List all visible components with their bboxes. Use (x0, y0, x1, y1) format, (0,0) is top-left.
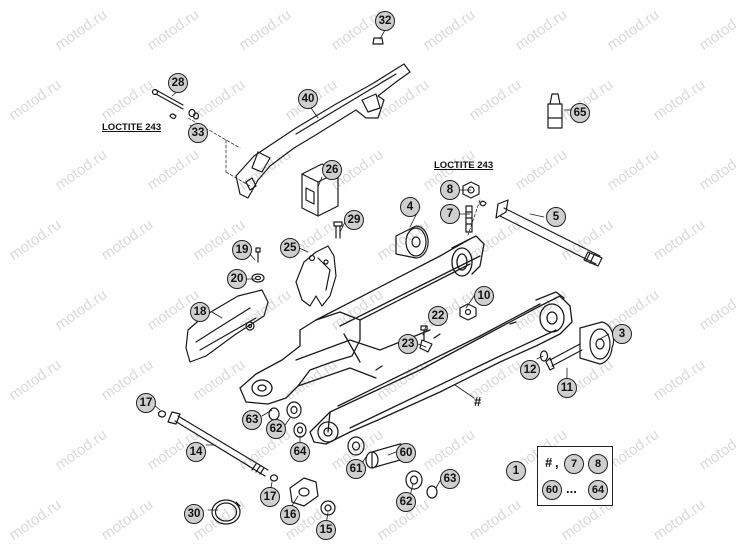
cap-15 (320, 500, 336, 516)
callout-8[interactable]: 8 (440, 180, 460, 200)
callout-30[interactable]: 30 (184, 504, 204, 524)
nut-17-bottom (269, 474, 279, 482)
callout-12[interactable]: 12 (520, 360, 540, 380)
screw-19 (255, 247, 261, 263)
callout-3[interactable]: 3 (612, 324, 632, 344)
callout-63-left[interactable]: 63 (242, 410, 262, 430)
callout-11[interactable]: 11 (557, 378, 577, 398)
callout-60[interactable]: 60 (396, 443, 416, 463)
callout-28[interactable]: 28 (168, 73, 188, 93)
callout-22[interactable]: 22 (428, 306, 448, 326)
callout-20[interactable]: 20 (227, 269, 247, 289)
callout-5[interactable]: 5 (546, 207, 566, 227)
callout-61[interactable]: 61 (346, 459, 366, 479)
legend-hash: # (545, 455, 553, 470)
seal-63-right (426, 485, 438, 499)
callout-18[interactable]: 18 (190, 302, 210, 322)
callout-64[interactable]: 64 (290, 442, 310, 462)
callout-16[interactable]: 16 (280, 505, 300, 525)
bush-61 (347, 436, 365, 456)
callout-17-bottom[interactable]: 17 (260, 487, 280, 507)
bolt-11 (545, 343, 583, 371)
chain-guard (235, 63, 411, 199)
swingarm-frame (239, 235, 573, 445)
legend-part-60[interactable]: 60 (542, 480, 562, 500)
pivot-bolt-14 (167, 411, 269, 477)
washer-20 (251, 273, 265, 283)
hose-clamp-30 (211, 499, 241, 525)
legend-comma: , (555, 455, 559, 470)
chain-guard-bolt (151, 88, 200, 120)
callout-65[interactable]: 65 (570, 103, 590, 123)
callout-7[interactable]: 7 (440, 204, 460, 224)
legend-callout-1[interactable]: 1 (506, 461, 526, 481)
callout-32[interactable]: 32 (375, 11, 395, 31)
nut-8 (462, 181, 480, 199)
callout-10[interactable]: 10 (474, 286, 494, 306)
callout-19[interactable]: 19 (232, 240, 252, 260)
grease-tube (547, 93, 563, 129)
roller-4 (395, 225, 429, 259)
bracket-25 (295, 245, 337, 307)
clip-23 (419, 339, 433, 353)
plate-16 (289, 477, 319, 507)
chain-slider-18 (185, 289, 269, 363)
legend-part-8[interactable]: 8 (588, 454, 608, 474)
callout-17-top[interactable]: 17 (136, 393, 156, 413)
legend-part-64[interactable]: 64 (588, 480, 608, 500)
legend-ellipsis: ... (566, 481, 577, 496)
nut-32 (372, 37, 384, 45)
callout-40[interactable]: 40 (298, 89, 318, 109)
callout-33[interactable]: 33 (188, 123, 208, 143)
bearing-62-left (286, 401, 302, 419)
loctite-label-right: LOCTITE 243 (434, 160, 494, 171)
swingarm-hash-mark: # (474, 394, 482, 409)
roller-3 (579, 321, 615, 365)
callout-63-right[interactable]: 63 (440, 469, 460, 489)
screw-29 (333, 221, 343, 239)
axle-5 (495, 199, 603, 267)
stud-7 (465, 205, 473, 233)
callout-26[interactable]: 26 (322, 160, 342, 180)
nut-10 (459, 303, 477, 321)
callout-62-left[interactable]: 62 (266, 419, 286, 439)
part-set-legend: # , 7 8 60 ... 64 (537, 446, 613, 506)
washer-12 (539, 350, 549, 362)
callout-29[interactable]: 29 (344, 210, 364, 230)
ring-64 (293, 422, 307, 438)
callout-4[interactable]: 4 (400, 197, 420, 217)
callout-14[interactable]: 14 (186, 442, 206, 462)
callout-23[interactable]: 23 (398, 334, 418, 354)
callout-25[interactable]: 25 (280, 238, 300, 258)
callout-15[interactable]: 15 (316, 520, 336, 540)
callout-62-right[interactable]: 62 (396, 492, 416, 512)
nut-17-top (157, 410, 167, 418)
legend-part-7[interactable]: 7 (564, 454, 584, 474)
bearing-62-right (405, 470, 423, 490)
loctite-label-left: LOCTITE 243 (102, 122, 162, 133)
